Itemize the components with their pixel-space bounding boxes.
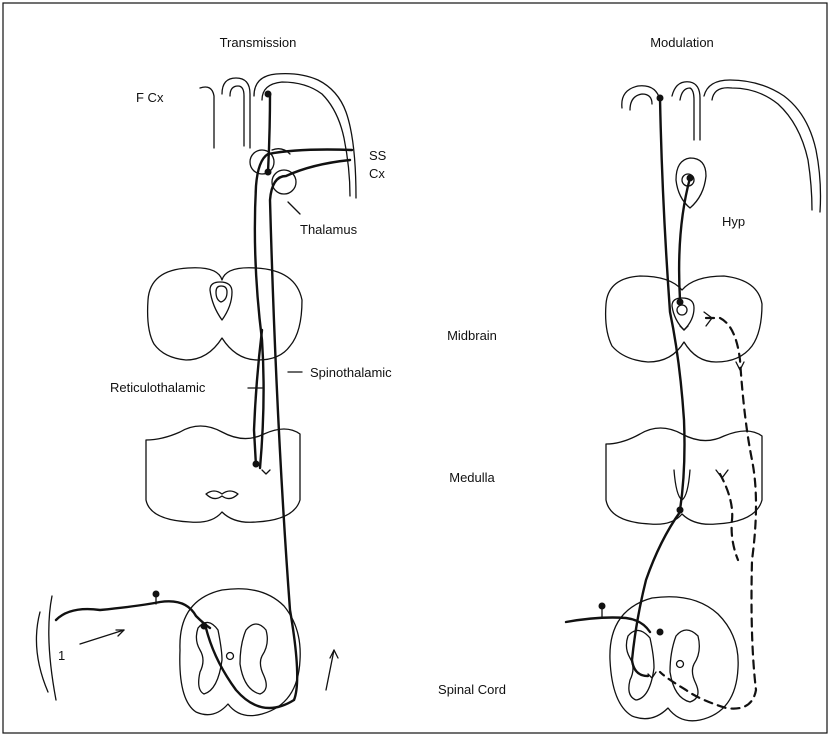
peripheral-nerve-left <box>36 591 210 701</box>
descending-pathway-dashed <box>660 312 756 709</box>
arrow-left-input <box>80 630 124 644</box>
reticulothalamic-label: Reticulothalamic <box>110 380 206 395</box>
medulla-section-left <box>146 426 300 522</box>
hypothalamus-label: Hyp <box>722 214 745 229</box>
midbrain-section-left <box>148 268 302 360</box>
spinothalamic-label: Spinothalamic <box>310 365 392 380</box>
transmission-title: Transmission <box>220 35 297 50</box>
arrow-ascending <box>326 650 334 690</box>
thalamus-label: Thalamus <box>300 222 358 237</box>
frontal-cortex-label: F Cx <box>136 90 164 105</box>
descending-pathway-solid <box>632 95 694 679</box>
ascending-pathways <box>201 91 353 709</box>
spinal-cord-section-right <box>610 597 738 721</box>
spinal-cord-label: Spinal Cord <box>438 682 506 697</box>
cx-label: Cx <box>369 166 385 181</box>
midbrain-section-right <box>606 276 762 362</box>
fiber-number-label: 1 <box>58 648 65 663</box>
modulation-title: Modulation <box>650 35 714 50</box>
transmission-panel: F Cx SS Cx Thalamus Reticulothalamic Spi… <box>36 74 392 716</box>
hypothalamus-right <box>676 158 706 208</box>
modulation-panel: Hyp <box>566 80 821 721</box>
midbrain-label: Midbrain <box>447 328 497 343</box>
thalamus-leader <box>288 202 300 214</box>
spinal-cord-section-left <box>180 589 300 716</box>
figure-border <box>3 3 827 733</box>
ss-label: SS <box>369 148 387 163</box>
cortex-outline-right <box>622 80 821 212</box>
medulla-label: Medulla <box>449 470 495 485</box>
